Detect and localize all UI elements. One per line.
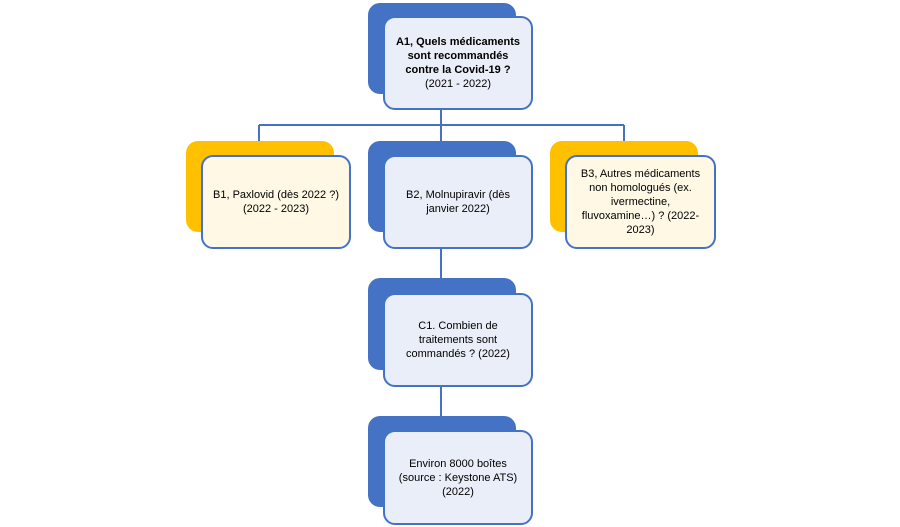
node-a1-period: (2021 - 2022) — [424, 78, 492, 90]
node-c1-box: C1. Combien de traitements sont commandé… — [383, 293, 533, 387]
node-a1-text: A1, Quels médicaments sont recommandés c… — [395, 35, 521, 91]
node-b1-text: B1, Paxlovid (dès 2022 ?) (2022 - 2023) — [213, 189, 339, 215]
node-a1-title: A1, Quels médicaments sont recommandés c… — [395, 36, 521, 76]
node-c1-text: C1. Combien de traitements sont commandé… — [406, 320, 510, 360]
node-b3-text: B3, Autres médicaments non homologués (e… — [580, 168, 701, 236]
node-d1-text: Environ 8000 boîtes (source : Keystone A… — [398, 457, 518, 498]
node-d1-box: Environ 8000 boîtes (source : Keystone A… — [383, 430, 533, 525]
node-b2-text: B2, Molnupiravir (dès janvier 2022) — [406, 189, 510, 215]
node-b2-box: B2, Molnupiravir (dès janvier 2022) — [383, 155, 533, 249]
node-b3-box: B3, Autres médicaments non homologués (e… — [565, 155, 716, 249]
node-b1-box: B1, Paxlovid (dès 2022 ?) (2022 - 2023) — [201, 155, 351, 249]
node-a1-box: A1, Quels médicaments sont recommandés c… — [383, 16, 533, 110]
